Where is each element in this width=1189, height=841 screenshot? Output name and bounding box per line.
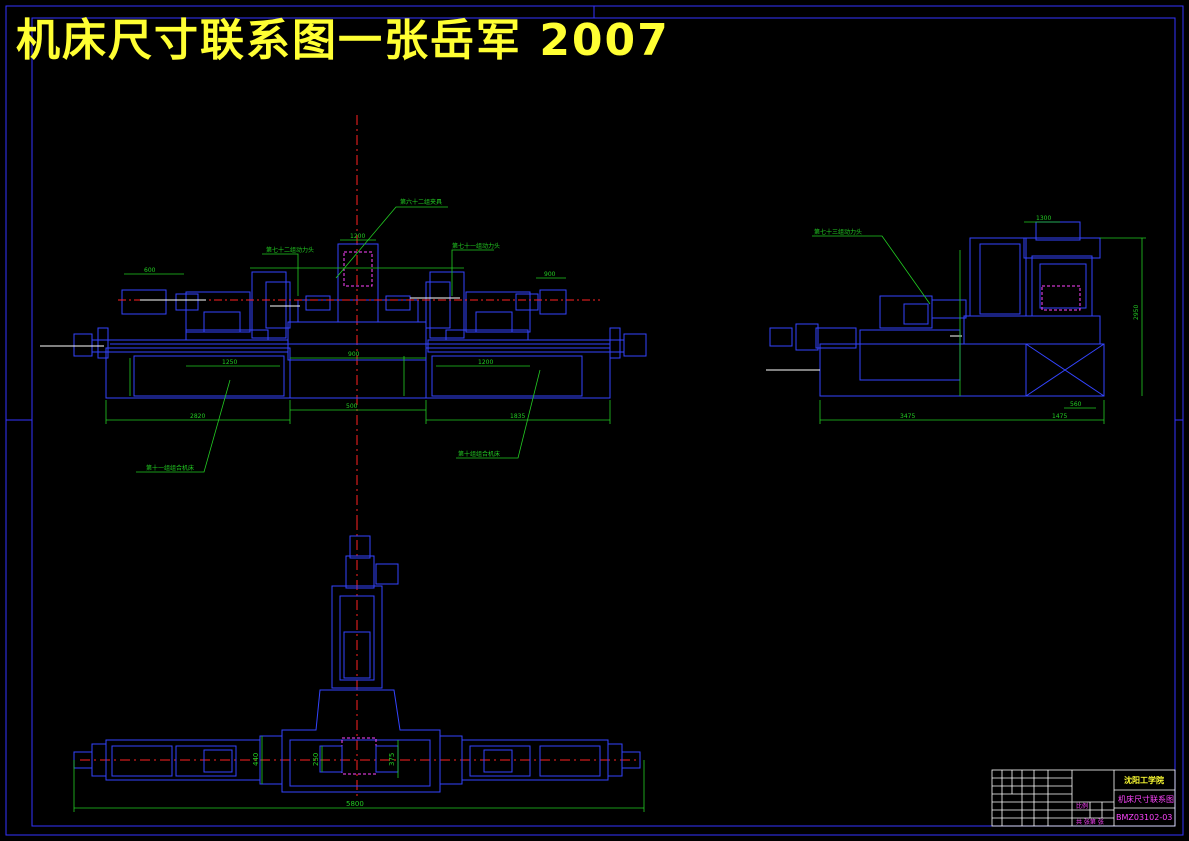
- top-fixture: [341, 737, 377, 775]
- tb-sheet: 共 张第 张: [1076, 818, 1104, 826]
- side-base: [819, 343, 1105, 397]
- side-dim-4: 560: [1070, 401, 1082, 408]
- top-view: [73, 520, 641, 800]
- front-dim-1: 2820: [190, 413, 205, 420]
- label-base-left: 第十一组组合机床: [146, 464, 194, 472]
- left-end-motor: [73, 333, 93, 357]
- front-dim-6: 1200: [478, 359, 493, 366]
- front-dim-5: 900: [348, 351, 360, 358]
- top-dim-h3: 375: [388, 753, 396, 766]
- top-dim-overall: 5800: [346, 800, 364, 808]
- label-base-right: 第十组组合机床: [458, 450, 500, 458]
- front-dim-9: 1200: [350, 233, 365, 240]
- label-spindle-right: 第七十一组动力头: [452, 242, 500, 250]
- leader-fixture: [335, 206, 448, 279]
- side-dimensions: [812, 221, 1146, 424]
- right-end-motor: [623, 333, 647, 357]
- side-dim-5: 1300: [1036, 215, 1051, 222]
- side-view: [766, 221, 1105, 397]
- right-slide: [427, 339, 625, 353]
- drawing-title: 机床尺寸联系图一张岳军 2007: [16, 15, 670, 66]
- top-dimensions: [73, 736, 645, 812]
- outer-border: [5, 5, 1184, 836]
- side-dim-1: 3475: [900, 413, 915, 420]
- side-dim-3: 2950: [1133, 305, 1140, 320]
- leader-spindle-left: [262, 253, 299, 296]
- label-fixture: 第六十二组夹具: [400, 198, 442, 206]
- side-column: [969, 237, 1027, 317]
- front-dim-4: 1250: [222, 359, 237, 366]
- leader-spindle-right: [451, 249, 494, 296]
- title-block: [991, 769, 1176, 827]
- tb-drawing-number: BMZ03102-03: [1116, 813, 1172, 822]
- front-dimensions: [105, 206, 611, 473]
- top-central-housing: [281, 689, 441, 793]
- left-slide: [91, 339, 289, 353]
- inner-border: [31, 17, 1176, 827]
- label-spindle-left: 第七十二组动力头: [266, 246, 314, 254]
- right-base: [425, 347, 611, 399]
- top-dim-h2: 250: [312, 753, 320, 766]
- top-dim-h1: 440: [252, 753, 260, 766]
- center-base: [289, 359, 427, 399]
- top-vertical-arm: [331, 585, 383, 689]
- front-dim-8: 900: [544, 271, 556, 278]
- leader-side-spindle: [812, 235, 931, 305]
- front-view: [40, 115, 647, 520]
- front-dim-7: 600: [144, 267, 156, 274]
- tb-drawing-name: 机床尺寸联系图: [1118, 794, 1174, 804]
- front-dim-3: 1835: [510, 413, 525, 420]
- side-dim-2: 1475: [1052, 413, 1067, 420]
- side-power-head: [879, 295, 933, 329]
- leader-base-right: [456, 369, 541, 459]
- tb-scale: 比例: [1076, 802, 1088, 810]
- tb-school: 沈阳工学院: [1124, 775, 1164, 785]
- leader-base-left: [136, 379, 231, 473]
- label-side-spindle: 第七十三组动力头: [814, 228, 862, 236]
- front-dim-2: 500: [346, 403, 358, 410]
- side-slide: [859, 329, 961, 381]
